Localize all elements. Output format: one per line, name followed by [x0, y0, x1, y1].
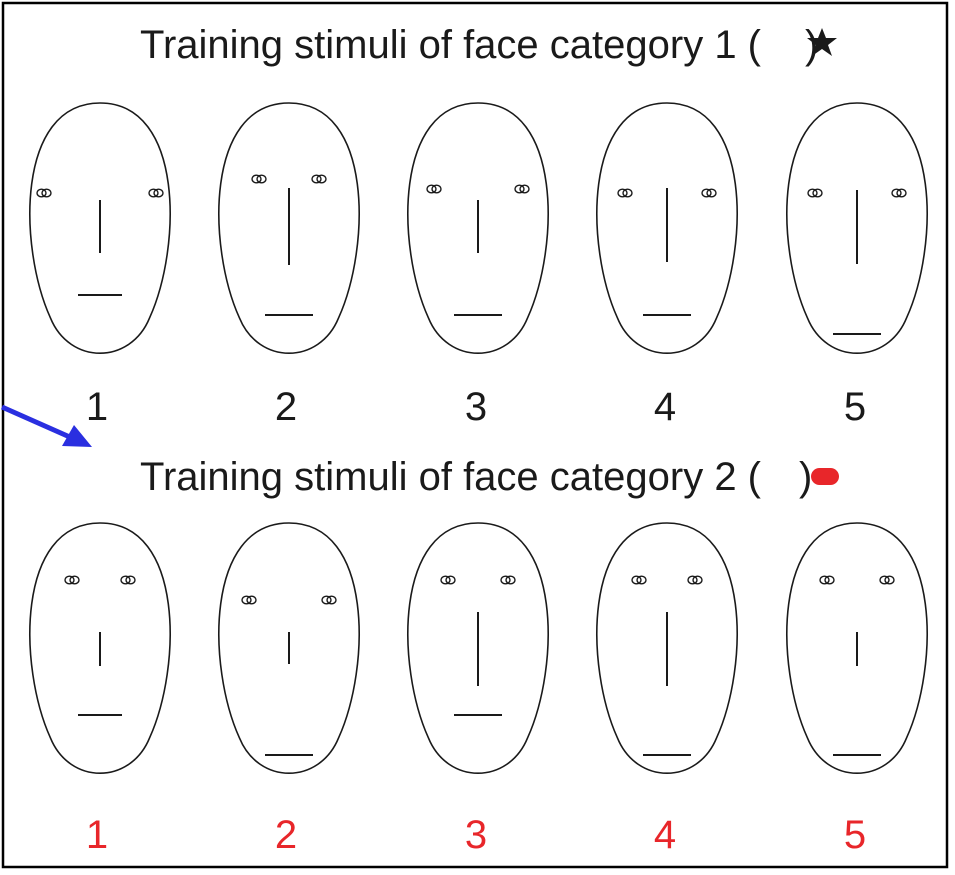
eye-icon: [69, 575, 80, 585]
face: [407, 102, 549, 354]
face: [786, 522, 928, 774]
face: [596, 522, 738, 774]
category2-label: 1: [86, 813, 108, 857]
eye-icon: [622, 188, 633, 198]
eye-icon: [153, 188, 164, 198]
eye-icon: [246, 595, 257, 605]
eye-icon: [692, 575, 703, 585]
eye-icon: [617, 188, 628, 198]
eye-icon: [440, 575, 451, 585]
eye-icon: [256, 174, 267, 184]
eye-icon: [64, 575, 75, 585]
eye-icon: [636, 575, 647, 585]
eye-icon: [321, 595, 332, 605]
eye-icon: [316, 174, 327, 184]
category2-title-close: ): [799, 455, 812, 499]
category1-title-text: Training stimuli of face category 1 (): [140, 23, 818, 67]
face: [29, 522, 171, 774]
eye-icon: [519, 184, 530, 194]
category1-label: 1: [86, 385, 108, 429]
face: [218, 102, 360, 354]
eye-icon: [326, 595, 337, 605]
category2-label: 3: [465, 813, 487, 857]
face: [596, 102, 738, 354]
eye-icon: [812, 188, 823, 198]
eye-icon: [505, 575, 516, 585]
category1-title-close: ): [805, 23, 818, 67]
eye-icon: [241, 595, 252, 605]
category1-faces: [29, 102, 928, 354]
eye-icon: [36, 188, 47, 198]
eye-icon: [514, 184, 525, 194]
eye-icon: [687, 575, 698, 585]
eye-icon: [631, 575, 642, 585]
eye-icon: [891, 188, 902, 198]
eye-icon: [311, 174, 322, 184]
category2-label: 4: [654, 813, 676, 857]
category2-label: 5: [844, 813, 866, 857]
eye-icon: [819, 575, 830, 585]
eye-icon: [500, 575, 511, 585]
star-icon: [807, 28, 837, 56]
category2-title-text: Training stimuli of face category 2 (): [140, 455, 812, 499]
eye-icon: [701, 188, 712, 198]
eye-icon: [879, 575, 890, 585]
face: [218, 522, 360, 774]
eye-icon: [125, 575, 136, 585]
eye-icon: [706, 188, 717, 198]
arrow-icon: [0, 404, 92, 447]
category1-label: 3: [465, 385, 487, 429]
eye-icon: [426, 184, 437, 194]
eye-icon: [120, 575, 131, 585]
eye-icon: [251, 174, 262, 184]
face: [407, 522, 549, 774]
category1-label: 4: [654, 385, 676, 429]
category1-label: 5: [844, 385, 866, 429]
eye-icon: [41, 188, 52, 198]
category1-label: 2: [275, 385, 297, 429]
eye-icon: [896, 188, 907, 198]
category2-label: 2: [275, 813, 297, 857]
face: [786, 102, 928, 354]
eye-icon: [824, 575, 835, 585]
eye-icon: [148, 188, 159, 198]
red-pill-icon: [811, 468, 839, 485]
category2-title: Training stimuli of face category 2 (: [140, 455, 762, 499]
eye-icon: [807, 188, 818, 198]
category1-title: Training stimuli of face category 1 (: [140, 23, 762, 67]
category2-faces: [29, 522, 928, 774]
face: [29, 102, 171, 354]
eye-icon: [884, 575, 895, 585]
eye-icon: [431, 184, 442, 194]
eye-icon: [445, 575, 456, 585]
